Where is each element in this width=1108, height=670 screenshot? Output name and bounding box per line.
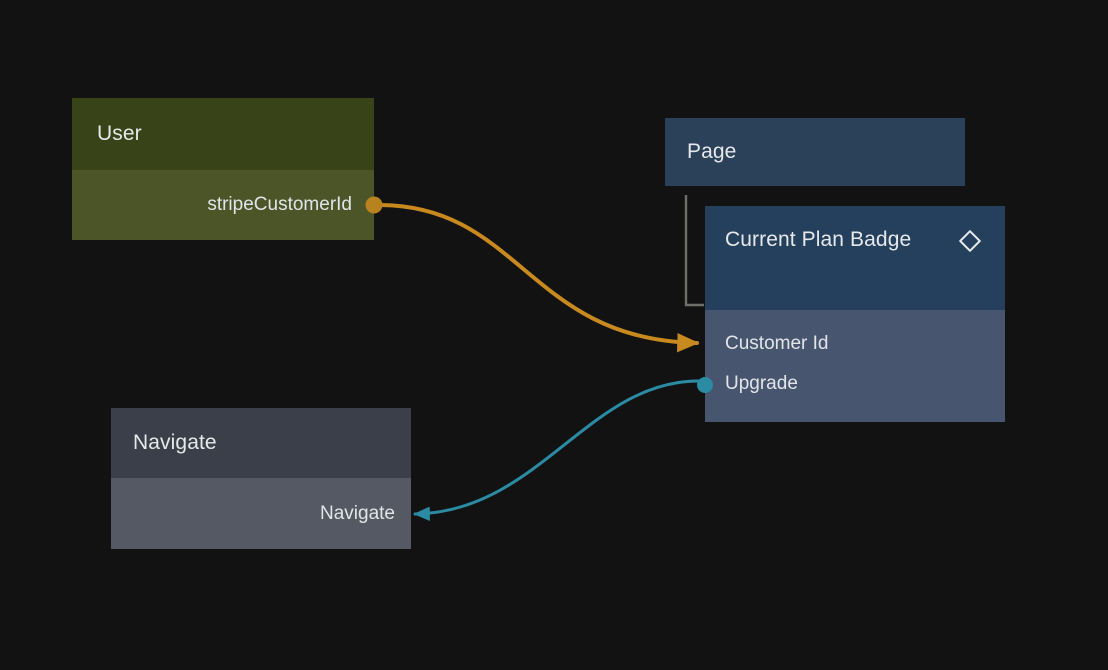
node-user-body: stripeCustomerId [72, 170, 383, 240]
port-stripe-customer-id-output[interactable] [365, 196, 383, 214]
node-page-header: Page [665, 118, 965, 186]
node-navigate[interactable]: Navigate Navigate [111, 408, 411, 549]
node-user[interactable]: User stripeCustomerId [72, 98, 383, 240]
node-page[interactable]: Page [665, 118, 965, 186]
field-stripe-customer-id-label: stripeCustomerId [207, 194, 352, 215]
node-navigate-title: Navigate [133, 431, 217, 454]
edge-user-to-customer-id [374, 202, 700, 353]
node-current-plan-badge-body: Customer Id Upgrade [697, 310, 1005, 422]
edge-upgrade-to-navigate [413, 379, 704, 522]
node-current-plan-badge-title: Current Plan Badge [725, 228, 912, 251]
node-page-title: Page [687, 140, 737, 163]
node-current-plan-badge-header: Current Plan Badge [705, 206, 1005, 310]
port-upgrade-output[interactable] [697, 377, 713, 393]
field-stripe-customer-id[interactable]: stripeCustomerId [72, 170, 374, 240]
node-user-title: User [97, 122, 142, 145]
node-navigate-body: Navigate [111, 478, 411, 549]
node-navigate-header: Navigate [111, 408, 411, 478]
field-upgrade-label: Upgrade [725, 373, 798, 394]
node-current-plan-badge[interactable]: Current Plan Badge Customer Id Upgrade [697, 206, 1005, 422]
field-upgrade[interactable]: Upgrade [705, 364, 1005, 404]
field-navigate-label: Navigate [320, 502, 395, 524]
node-user-header: User [72, 98, 374, 170]
field-customer-id-label: Customer Id [725, 333, 829, 354]
page-to-children-bracket [684, 195, 704, 307]
field-navigate[interactable]: Navigate [111, 478, 411, 549]
field-customer-id[interactable]: Customer Id [705, 324, 1005, 364]
diamond-icon [957, 206, 983, 258]
